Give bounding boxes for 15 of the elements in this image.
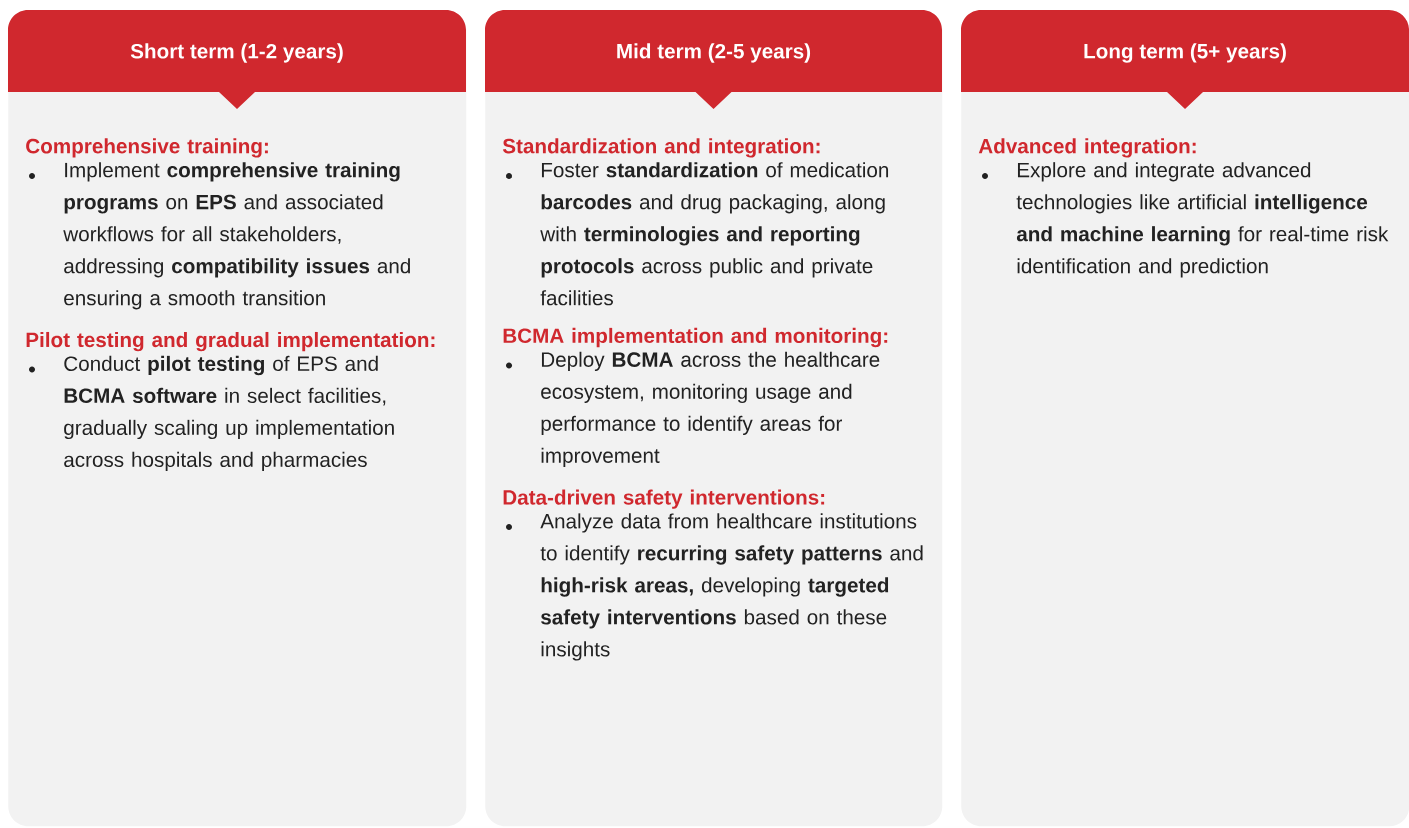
- bullet-text: Explore and integrate advanced technologies like artificial intelligence and machine learning for real-time risk identification and prediction: [1016, 162, 1389, 278]
- section-heading: Data-driven safety interventions:: [503, 489, 825, 509]
- section-heading: Advanced integration:: [978, 138, 1196, 158]
- section-heading: BCMA implementation and monitoring:: [503, 327, 888, 348]
- bullet-text: Implement comprehensive training programs on EPS and associated workflows for all stakeholders, addressing compatibility issues and ensuring a smooth transition: [63, 162, 410, 310]
- section-heading: Standardization and integration:: [502, 138, 820, 158]
- section-heading: Pilot testing and gradual implementation:: [26, 331, 435, 352]
- header-band: Mid term (2-5 years): [485, 10, 942, 109]
- bullet-text: Foster standardization of medication barcodes and drug packaging, along with terminologies and reporting protocols across public and private facilities: [540, 162, 889, 306]
- bullet-text: Deploy BCMA across the healthcare ecosystem, monitoring usage and performance to identify areas for improvement: [541, 351, 880, 467]
- section-heading: Comprehensive training:: [26, 138, 268, 158]
- bullet-text: Analyze data from healthcare institutions to identify recurring safety patterns and high-risk areas, developing targeted safety interventions based on these insights: [540, 513, 923, 661]
- header-band: Long term (5+ years): [961, 10, 1409, 109]
- bullet-text: Conduct pilot testing of EPS and BCMA software in select facilities, gradually scaling up implementation across hospitals and pharmacies: [64, 355, 394, 472]
- header-band: Short term (1-2 years): [8, 10, 466, 109]
